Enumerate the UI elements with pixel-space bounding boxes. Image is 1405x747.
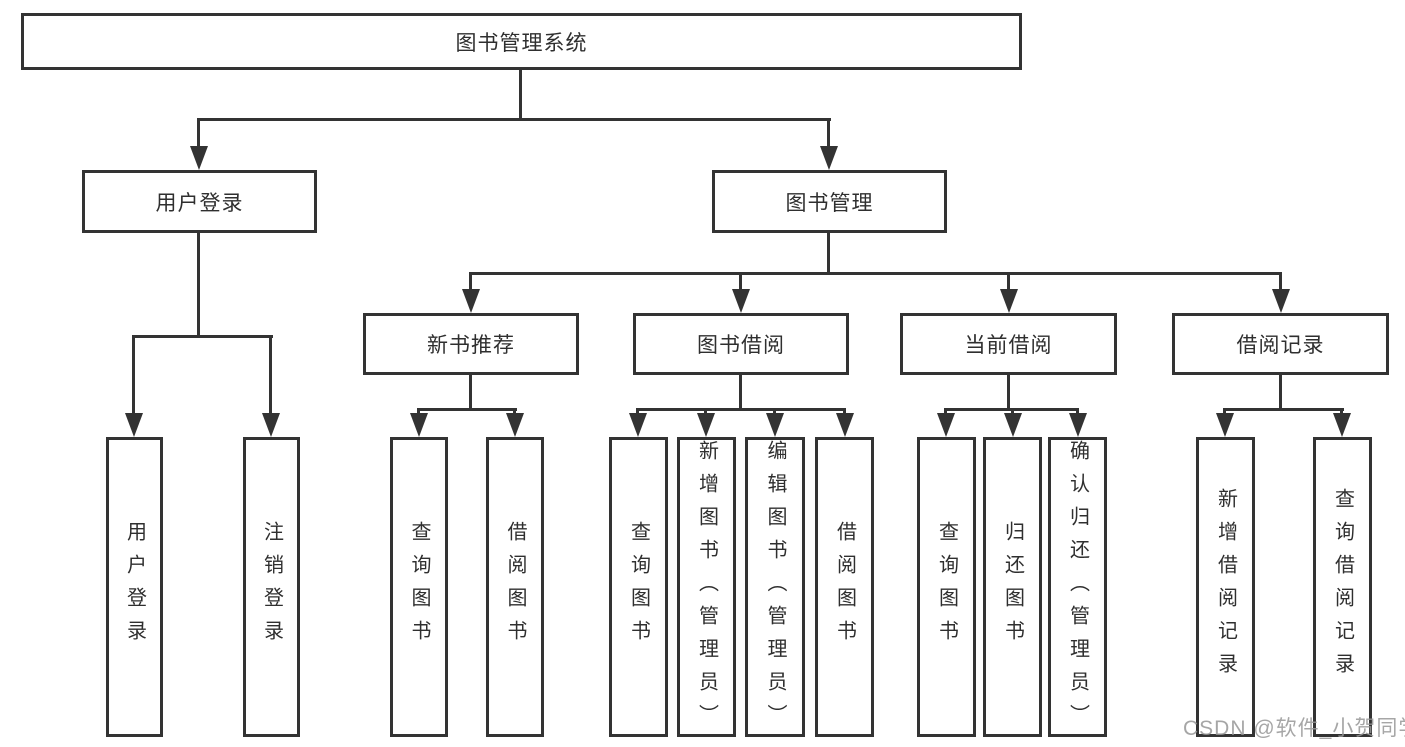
arrow-down-icon bbox=[1004, 413, 1022, 437]
connector-bookmgmt-branch bbox=[469, 272, 1282, 275]
csdn-watermark: CSDN @软件_小贺同学 bbox=[1183, 717, 1405, 740]
connector-userlogin-branch bbox=[132, 335, 273, 338]
node-book-borrowing-label: 图书借阅 bbox=[697, 334, 785, 357]
connector-root-stem bbox=[519, 69, 522, 121]
node-user-login-label: 用户登录 bbox=[155, 191, 244, 215]
connector-stem bbox=[739, 375, 742, 411]
connector-stem-leaf bbox=[513, 408, 516, 416]
node-book-management-label: 图书管理 bbox=[785, 191, 874, 215]
connector-stem-leaf bbox=[269, 335, 272, 416]
connector-stem-leaf bbox=[417, 408, 420, 416]
node-root: 图书管理系统 bbox=[21, 13, 1022, 70]
connector-stem bbox=[1279, 375, 1282, 411]
node-new-book-recommend: 新书推荐 bbox=[363, 313, 579, 375]
arrow-down-icon bbox=[629, 413, 647, 437]
connector-stem-l3 bbox=[469, 272, 472, 292]
connector-stem-l3 bbox=[739, 272, 742, 292]
connector-stem-l3 bbox=[1007, 272, 1010, 292]
arrow-down-icon bbox=[1272, 289, 1290, 313]
connector-stem-leaf bbox=[944, 408, 947, 416]
leaf-return-books: 归还图书 bbox=[983, 437, 1042, 737]
connector-stem-leaf bbox=[1223, 408, 1226, 416]
node-book-management: 图书管理 bbox=[712, 170, 947, 233]
arrow-down-icon bbox=[1069, 413, 1087, 437]
arrow-down-icon bbox=[125, 413, 143, 437]
connector-stem bbox=[469, 375, 472, 411]
connector-branch bbox=[1223, 408, 1344, 411]
leaf-edit-books-admin: 编辑图书（管理员） bbox=[745, 437, 805, 737]
node-current-borrowing-label: 当前借阅 bbox=[964, 334, 1053, 357]
connector-stem-leaf bbox=[1076, 408, 1079, 416]
arrow-down-icon bbox=[1000, 289, 1018, 313]
arrow-down-icon bbox=[766, 413, 784, 437]
leaf-return-books-label: 归还图书 bbox=[1001, 521, 1024, 653]
leaf-borrow-books-1: 借阅图书 bbox=[486, 437, 544, 737]
leaf-query-books-2: 查询图书 bbox=[609, 437, 668, 737]
leaf-add-books-admin: 新增图书（管理员） bbox=[677, 437, 736, 737]
arrow-down-icon bbox=[697, 413, 715, 437]
leaf-query-books-1: 查询图书 bbox=[390, 437, 448, 737]
leaf-query-books-1-label: 查询图书 bbox=[408, 521, 430, 653]
connector-stem-book-management bbox=[827, 118, 830, 150]
leaf-query-books-3-label: 查询图书 bbox=[935, 521, 958, 653]
node-current-borrowing: 当前借阅 bbox=[900, 313, 1117, 375]
arrow-down-icon bbox=[836, 413, 854, 437]
arrow-down-icon bbox=[410, 413, 428, 437]
connector-branch bbox=[417, 408, 517, 411]
arrow-down-icon bbox=[190, 146, 208, 170]
node-root-label: 图书管理系统 bbox=[455, 31, 588, 55]
arrow-down-icon bbox=[462, 289, 480, 313]
connector-stem-leaf bbox=[1340, 408, 1343, 416]
connector-stem-leaf bbox=[704, 408, 707, 416]
connector-branch bbox=[636, 408, 846, 411]
connector-bookmgmt-stem bbox=[827, 233, 830, 275]
leaf-confirm-return-admin: 确认归还（管理员） bbox=[1048, 437, 1107, 737]
leaf-add-books-admin-label: 新增图书（管理员） bbox=[695, 440, 718, 737]
node-new-book-recommend-label: 新书推荐 bbox=[427, 334, 515, 357]
connector-root-branch bbox=[197, 118, 831, 121]
node-borrowing-records: 借阅记录 bbox=[1172, 313, 1389, 375]
leaf-edit-books-admin-label: 编辑图书（管理员） bbox=[764, 440, 786, 737]
connector-stem-leaf bbox=[1011, 408, 1014, 416]
arrow-down-icon bbox=[506, 413, 524, 437]
leaf-query-borrow-record: 查询借阅记录 bbox=[1313, 437, 1372, 737]
leaf-add-borrow-record-label: 新增借阅记录 bbox=[1214, 488, 1237, 686]
arrow-down-icon bbox=[820, 146, 838, 170]
leaf-query-books-2-label: 查询图书 bbox=[627, 521, 650, 653]
leaf-user-login: 用户登录 bbox=[106, 437, 163, 737]
connector-stem bbox=[1007, 375, 1010, 411]
arrow-down-icon bbox=[1216, 413, 1234, 437]
leaf-user-login-label: 用户登录 bbox=[123, 521, 146, 653]
leaf-query-books-3: 查询图书 bbox=[917, 437, 976, 737]
arrow-down-icon bbox=[1333, 413, 1351, 437]
leaf-confirm-return-admin-label: 确认归还（管理员） bbox=[1066, 440, 1089, 737]
arrow-down-icon bbox=[732, 289, 750, 313]
connector-stem-leaf bbox=[773, 408, 776, 416]
connector-stem-user-login bbox=[197, 118, 200, 150]
connector-stem-l3 bbox=[1279, 272, 1282, 292]
leaf-logout: 注销登录 bbox=[243, 437, 300, 737]
connector-stem-leaf bbox=[843, 408, 846, 416]
leaf-query-borrow-record-label: 查询借阅记录 bbox=[1331, 488, 1354, 686]
node-book-borrowing: 图书借阅 bbox=[633, 313, 849, 375]
leaf-borrow-books-2: 借阅图书 bbox=[815, 437, 874, 737]
node-user-login: 用户登录 bbox=[82, 170, 317, 233]
connector-userlogin-stem bbox=[197, 233, 200, 335]
leaf-add-borrow-record: 新增借阅记录 bbox=[1196, 437, 1255, 737]
leaf-borrow-books-1-label: 借阅图书 bbox=[504, 521, 526, 653]
leaf-borrow-books-2-label: 借阅图书 bbox=[833, 521, 856, 653]
leaf-logout-label: 注销登录 bbox=[260, 521, 283, 653]
connector-stem-leaf bbox=[132, 335, 135, 416]
arrow-down-icon bbox=[262, 413, 280, 437]
node-borrowing-records-label: 借阅记录 bbox=[1236, 334, 1325, 357]
connector-stem-leaf bbox=[636, 408, 639, 416]
arrow-down-icon bbox=[937, 413, 955, 437]
